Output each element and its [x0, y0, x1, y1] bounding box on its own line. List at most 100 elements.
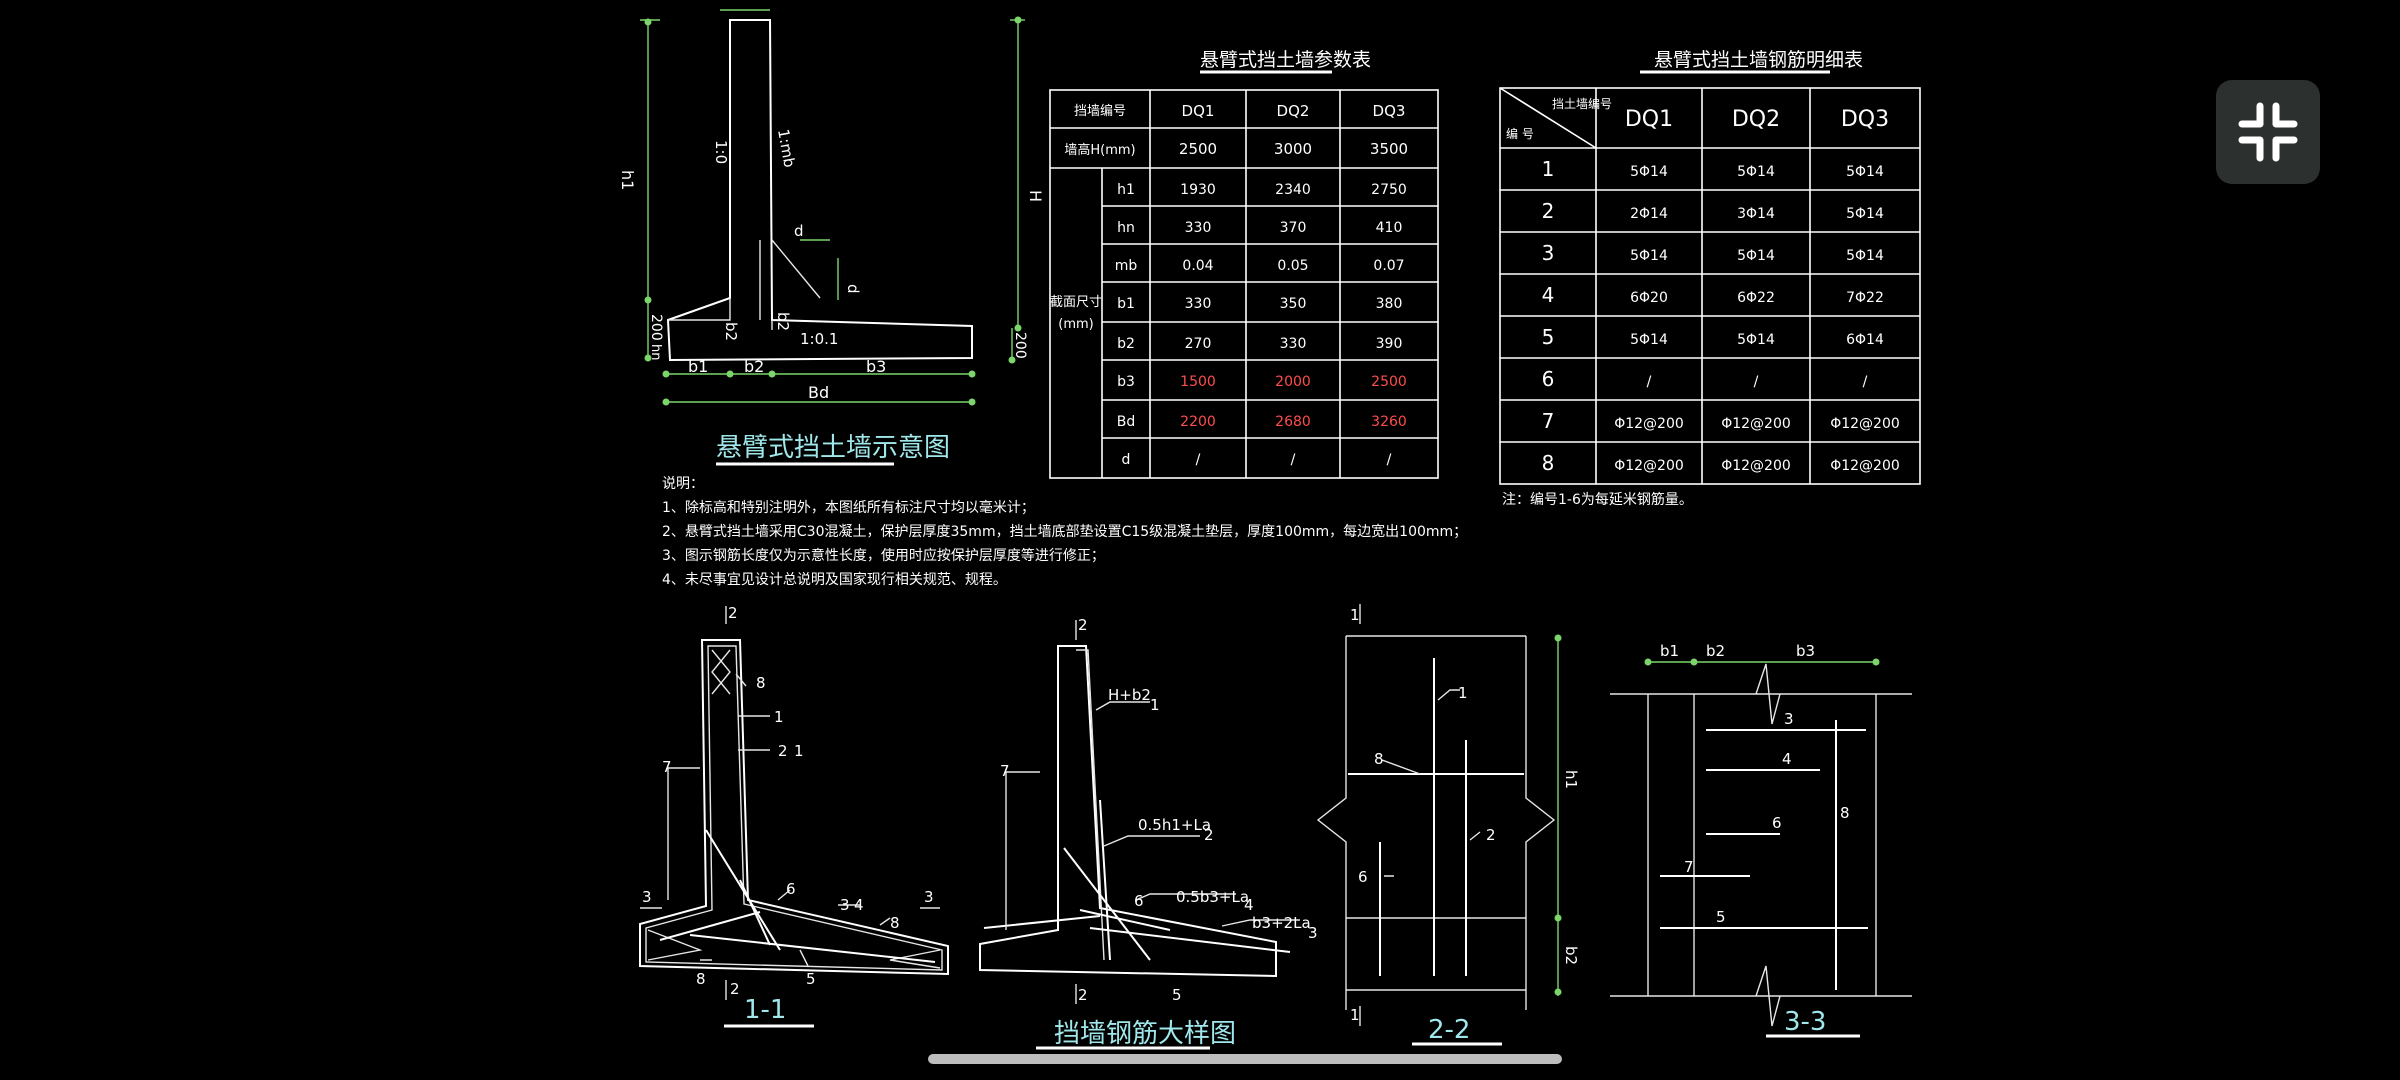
- label-b2: b2: [744, 357, 764, 376]
- s33-rebar-6: 6: [1772, 814, 1782, 832]
- label-slope-back: 1:mb: [774, 128, 798, 169]
- rebar-row-number: 4: [1542, 283, 1555, 307]
- rebar-cell: 5Φ14: [1846, 164, 1884, 180]
- rebar-cell: Φ12@200: [1830, 416, 1900, 432]
- s22-rebar-6: 6: [1358, 868, 1368, 886]
- param-cell: 330: [1280, 336, 1307, 352]
- param-cell: 2500: [1371, 374, 1407, 390]
- param-row-key: b1: [1117, 296, 1135, 312]
- param-row-key: b2: [1117, 336, 1135, 352]
- s11-rebar-1b: 1: [794, 742, 804, 760]
- param-cell: 390: [1376, 336, 1403, 352]
- note-4: 4、未尽事宜见设计总说明及国家现行相关规范、规程。: [662, 571, 1007, 588]
- rebar-cell: 2Φ14: [1630, 206, 1668, 222]
- s33-rebar-3: 3: [1784, 710, 1794, 728]
- rd-cut-bottom: 2: [1078, 986, 1088, 1004]
- rebar-cell: 6Φ22: [1737, 290, 1775, 306]
- rebar-cell: /: [1863, 374, 1868, 390]
- param-cell: /: [1196, 452, 1201, 468]
- rebar-cell: 5Φ14: [1737, 164, 1775, 180]
- rd-rebar-4-text: 0.5b3+La: [1176, 888, 1249, 906]
- rd-rebar-7: 7: [1000, 762, 1010, 780]
- s11-rebar-3: 3: [840, 896, 850, 914]
- param-cell: 2000: [1275, 374, 1311, 390]
- param-cell: 330: [1185, 220, 1212, 236]
- parameter-table: 悬臂式挡土墙参数表 挡墙编号 DQ1 DQ2 DQ3 墙高H(mm) 2500 …: [1049, 49, 1439, 479]
- param-cell: 330: [1185, 296, 1212, 312]
- s22-rebar-2: 2: [1486, 826, 1496, 844]
- param-cell: 1930: [1180, 182, 1216, 198]
- rebar-cell: 3Φ14: [1737, 206, 1775, 222]
- s33-rebar-4: 4: [1782, 750, 1792, 768]
- label-200-left: 200: [648, 314, 664, 341]
- param-group-unit: (mm): [1058, 317, 1093, 332]
- label-slope-front: 1:0: [712, 140, 730, 164]
- rebar-cell: 5Φ14: [1630, 332, 1668, 348]
- label-b2-right: b2: [774, 312, 792, 331]
- rebar-cell: Φ12@200: [1721, 416, 1791, 432]
- rd-rebar-1-text: H+b2: [1108, 686, 1151, 704]
- s33-rebar-7: 7: [1684, 858, 1694, 876]
- rebar-detail: 2 2 7 H+b2 1 0.5h1+La 2 6 0.5b3+La 4 b3+…: [979, 616, 1318, 1050]
- s22-rebar-1: 1: [1458, 684, 1468, 702]
- rebar-cell: 5Φ14: [1846, 248, 1884, 264]
- s11-rebar-1: 1: [774, 708, 784, 726]
- param-cell: 1500: [1180, 374, 1216, 390]
- section-3-3: b1 b2 b3 3 4 6 7 5 8 3-3: [1610, 642, 1912, 1038]
- rebar-detail-title: 挡墙钢筋大样图: [1054, 1019, 1236, 1049]
- rebar-row-number: 1: [1542, 157, 1555, 181]
- rebar-cell: 6Φ20: [1630, 290, 1668, 306]
- param-cell: 0.07: [1373, 258, 1404, 274]
- s11-rebar-8-left: 8: [696, 970, 706, 988]
- rebar-head-dq3: DQ3: [1841, 107, 1889, 132]
- rd-rebar-3: 3: [1308, 924, 1318, 942]
- param-group-label: 截面尺寸: [1050, 295, 1102, 310]
- s22-cut-top: 1: [1350, 606, 1360, 624]
- schematic-title: 悬臂式挡土墙示意图: [716, 433, 950, 463]
- exit-fullscreen-button[interactable]: [2216, 80, 2320, 184]
- label-H: H: [1026, 190, 1045, 202]
- home-indicator-bar[interactable]: [928, 1054, 1562, 1064]
- param-cell: 350: [1280, 296, 1307, 312]
- rd-rebar-5: 5: [1172, 986, 1182, 1004]
- param-cell: 3260: [1371, 414, 1407, 430]
- rebar-cell: 5Φ14: [1630, 164, 1668, 180]
- rebar-cell: Φ12@200: [1721, 458, 1791, 474]
- rd-rebar-3-text: b3+2La: [1252, 914, 1311, 932]
- section-1-1-title: 1-1: [744, 995, 786, 1025]
- rebar-cell: 5Φ14: [1737, 248, 1775, 264]
- schematic-dimensions: [640, 9, 1025, 403]
- param-cell: /: [1387, 452, 1392, 468]
- label-hn: hn: [648, 344, 663, 360]
- rebar-cell: Φ12@200: [1614, 416, 1684, 432]
- rebar-cell: 7Φ22: [1846, 290, 1884, 306]
- exit-fullscreen-icon: [2238, 102, 2298, 162]
- rebar-head-dq1: DQ1: [1625, 107, 1673, 132]
- label-b2-left: b2: [722, 322, 740, 341]
- param-row-key: Bd: [1117, 414, 1136, 430]
- design-notes: 说明： 1、除标高和特别注明外，本图纸所有标注尺寸均以毫米计； 2、悬臂式挡土墙…: [662, 476, 1467, 588]
- s11-rebar-2: 2: [778, 742, 788, 760]
- s11-rebar-5: 5: [806, 970, 816, 988]
- param-cell: 2200: [1180, 414, 1216, 430]
- param-row-key: h1: [1117, 182, 1135, 198]
- rebar-cell: /: [1647, 374, 1652, 390]
- s11-rebar-8-top: 8: [756, 674, 766, 692]
- rebar-table-title: 悬臂式挡土墙钢筋明细表: [1654, 49, 1863, 71]
- s11-cut2-top: 2: [728, 604, 738, 622]
- note-3: 3、图示钢筋长度仅为示意性长度，使用时应按保护层厚度等进行修正；: [662, 547, 1105, 564]
- rebar-row-number: 7: [1542, 409, 1555, 433]
- retaining-wall-schematic: h1 H 1:0 1:mb d d b2 b2 1:0.1 200 200 hn…: [618, 9, 1045, 466]
- rebar-corner-bottom: 编 号: [1506, 126, 1534, 141]
- rd-rebar-2: 2: [1204, 826, 1214, 844]
- label-200-right: 200: [1012, 332, 1028, 359]
- param-head-2: DQ2: [1277, 102, 1310, 120]
- param-cell: 410: [1376, 220, 1403, 236]
- rebar-cell: 5Φ14: [1630, 248, 1668, 264]
- rebar-row-number: 5: [1542, 325, 1555, 349]
- s33-dim-b2: b2: [1706, 642, 1725, 660]
- param-row-key: mb: [1115, 258, 1138, 274]
